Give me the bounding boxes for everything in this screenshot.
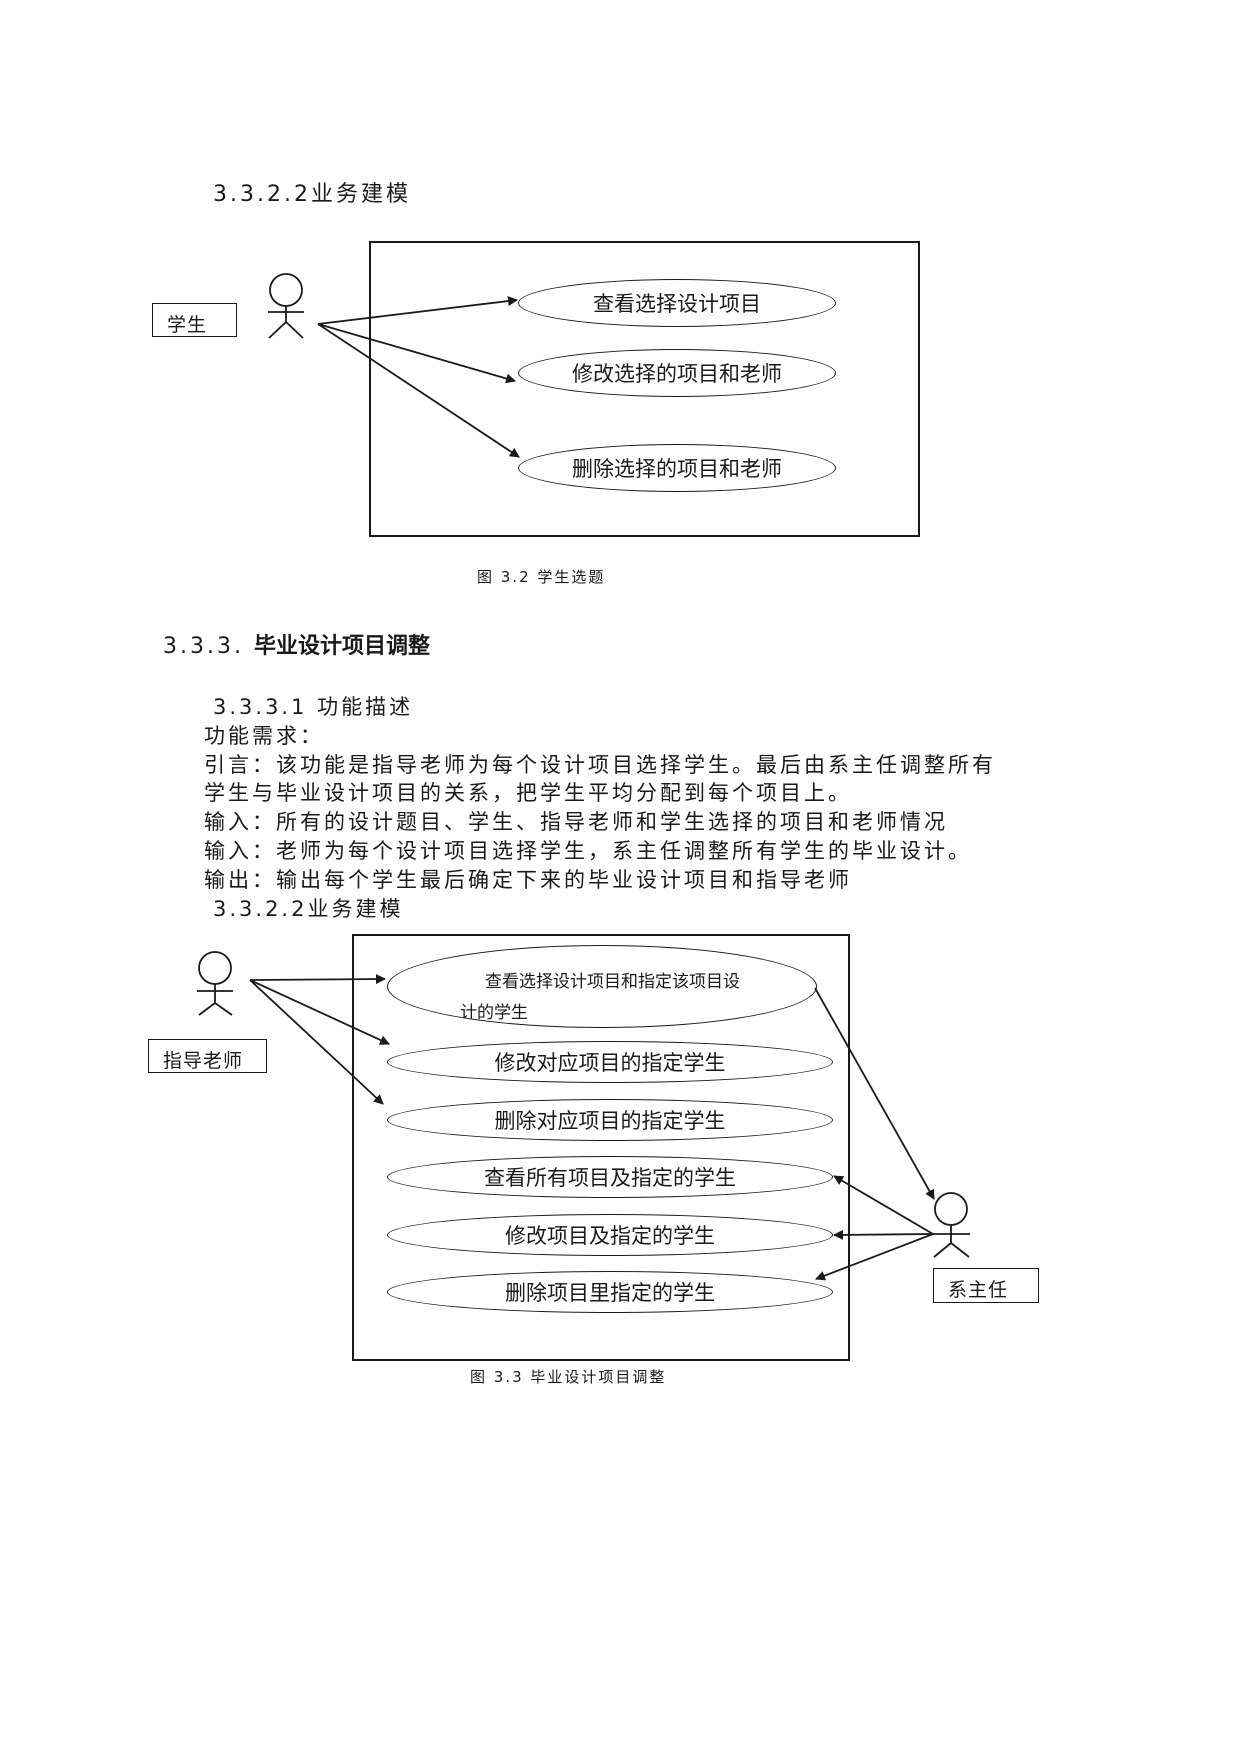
text-line-input-2: 输入：老师为每个设计项目选择学生，系主任调整所有学生的毕业设计。 xyxy=(204,839,972,863)
use-case-label: 删除选择的项目和老师 xyxy=(572,457,782,481)
system-boundary-1 xyxy=(369,241,920,537)
arrow-head-delete xyxy=(815,1233,934,1281)
text-line-input-1: 输入：所有的设计题目、学生、指导老师和学生选择的项目和老师情况 xyxy=(204,810,948,834)
section-title: 毕业设计项目调整 xyxy=(253,634,430,659)
section-heading-3-3-3: 3.3.3. 毕业设计项目调整 xyxy=(163,628,430,660)
arrow-student-delete xyxy=(317,323,520,458)
use-case-label: 修改对应项目的指定学生 xyxy=(494,1051,726,1075)
use-case-label: 查看所有项目及指定的学生 xyxy=(484,1166,736,1190)
use-case-label-line1: 查看选择设计项目和指定该项目设 xyxy=(485,972,740,992)
use-case-modify-projects: 修改项目及指定的学生 xyxy=(387,1214,833,1256)
actor-label-department-head: 系主任 xyxy=(933,1268,1039,1303)
use-case-label-line2: 计的学生 xyxy=(460,1003,528,1023)
use-case-label: 修改项目及指定的学生 xyxy=(505,1224,715,1248)
use-case-delete-selection: 删除选择的项目和老师 xyxy=(518,444,836,492)
arrow-advisor-modify xyxy=(249,979,390,1045)
figure-caption-3-3: 图 3.3 毕业设计项目调整 xyxy=(470,1368,667,1386)
subheading-function-description: 3.3.3.1 功能描述 xyxy=(213,695,414,719)
use-case-modify-selection: 修改选择的项目和老师 xyxy=(518,349,836,397)
text-line-output: 输出：输出每个学生最后确定下来的毕业设计项目和指导老师 xyxy=(204,868,852,892)
use-case-label: 删除对应项目的指定学生 xyxy=(494,1109,726,1133)
section-number: 3.3.3. xyxy=(163,634,244,659)
text-line-requirements: 功能需求： xyxy=(204,724,324,748)
use-case-view-and-assign: 查看选择设计项目和指定该项目设 计的学生 xyxy=(387,945,817,1028)
use-case-view-all-projects: 查看所有项目及指定的学生 xyxy=(387,1156,833,1198)
use-case-label: 修改选择的项目和老师 xyxy=(572,362,782,386)
arrow-advisor-delete xyxy=(249,979,384,1105)
use-case-label: 查看选择设计项目 xyxy=(593,292,761,316)
subheading-business-modeling-2: 3.3.2.2业务建模 xyxy=(213,897,404,921)
text-line-intro-cont: 学生与毕业设计项目的关系，把学生平均分配到每个项目上。 xyxy=(204,781,852,805)
use-case-delete-assigned-student: 删除对应项目的指定学生 xyxy=(387,1099,833,1141)
use-case-view-selected-project: 查看选择设计项目 xyxy=(518,279,836,327)
use-case-label: 删除项目里指定的学生 xyxy=(505,1281,715,1305)
arrow-head-view-all xyxy=(833,1175,934,1235)
figure-caption-3-2: 图 3.2 学生选题 xyxy=(477,568,606,586)
student-actor-icon xyxy=(268,273,304,339)
arrow-student-modify xyxy=(317,323,516,384)
arrow-head-modify xyxy=(833,1229,934,1240)
use-case-modify-assigned-student: 修改对应项目的指定学生 xyxy=(387,1041,833,1083)
arrow-view-to-head xyxy=(814,987,935,1200)
actor-label-advisor: 指导老师 xyxy=(148,1039,267,1073)
arrow-advisor-view xyxy=(249,974,386,985)
department-head-actor-icon xyxy=(932,1192,970,1258)
system-boundary-2 xyxy=(352,934,850,1361)
text-line-intro: 引言：该功能是指导老师为每个设计项目选择学生。最后由系主任调整所有 xyxy=(204,753,996,777)
arrow-student-view xyxy=(317,296,518,325)
actor-label-student: 学生 xyxy=(152,303,237,337)
subheading-business-modeling-1: 3.3.2.2业务建模 xyxy=(213,182,411,207)
advisor-actor-icon xyxy=(197,951,233,1016)
use-case-delete-project-student: 删除项目里指定的学生 xyxy=(387,1271,833,1313)
